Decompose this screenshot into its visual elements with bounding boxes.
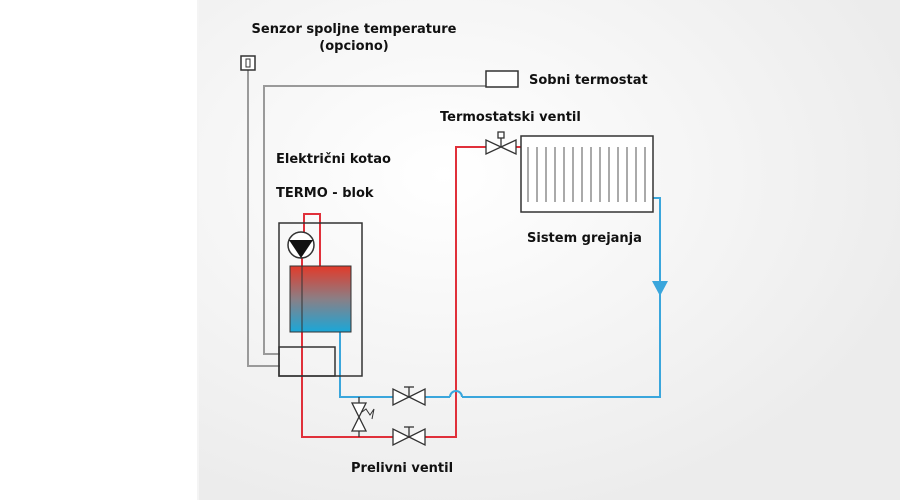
heating-system-label: Sistem grejanja	[527, 231, 642, 246]
pump-icon	[287, 231, 315, 259]
thermostatic-valve-icon	[485, 131, 517, 156]
outdoor-sensor-icon	[240, 55, 256, 71]
background-panel	[198, 0, 900, 500]
radiator-icon	[520, 135, 654, 213]
heat-exchanger-tank	[289, 265, 352, 333]
sensor-wire	[247, 70, 280, 367]
flow-arrow-icon	[652, 281, 668, 296]
return-shutoff-valve-icon	[392, 386, 426, 407]
overflow-valve-label: Prelivni ventil	[351, 461, 453, 476]
supply-pipe	[301, 146, 486, 438]
electric-boiler	[278, 222, 363, 377]
radiator-return-pipe	[462, 197, 661, 398]
sensor-label-line1: Senzor spoljne temperature	[252, 22, 457, 37]
pipe-crossover	[449, 390, 463, 398]
thermostatic-valve-label: Termostatski ventil	[440, 110, 581, 125]
overflow-valve-icon	[350, 397, 375, 437]
room-thermostat-icon	[485, 70, 519, 88]
control-box	[278, 346, 336, 377]
termo-blok-label: TERMO - blok	[276, 186, 374, 201]
supply-shutoff-valve-icon	[392, 426, 426, 447]
room-thermostat-wire	[263, 85, 486, 355]
electric-boiler-label: Električni kotao	[276, 152, 391, 167]
room-thermostat-label: Sobni termostat	[529, 73, 648, 88]
sensor-label-line2: (opciono)	[319, 39, 388, 54]
